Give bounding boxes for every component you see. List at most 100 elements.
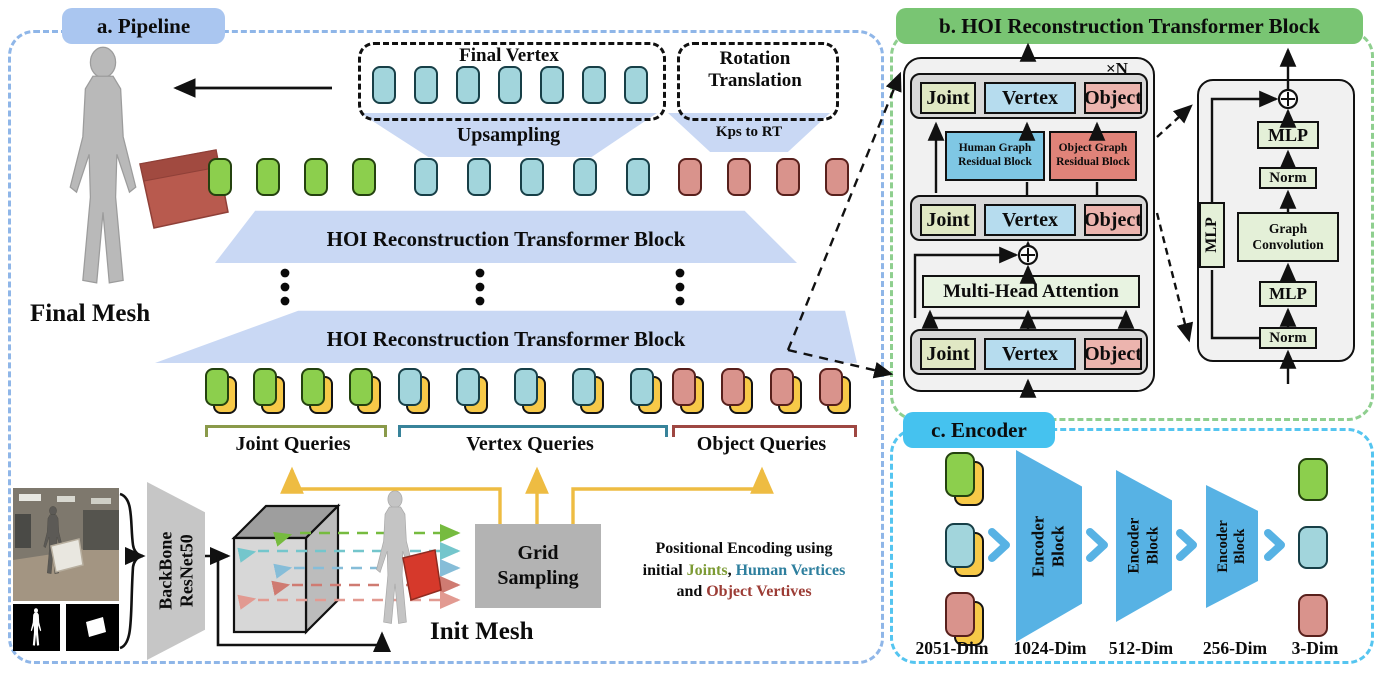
query-group-bracket <box>672 425 857 437</box>
intermediate-token-green <box>352 158 376 196</box>
graph-convolution-box: Graph Convolution <box>1237 212 1339 262</box>
panel-b-title: b. HOI Reconstruction Transformer Block <box>896 8 1363 44</box>
human-mask <box>13 604 60 651</box>
final-vertex-token <box>540 66 564 104</box>
vertex-slot-box: Vertex <box>984 82 1076 114</box>
final-vertex-label: Final Vertex <box>459 45 559 66</box>
backbone-trapezoid: BackBone ResNet50 <box>147 482 205 660</box>
input-photo <box>13 488 119 601</box>
graph-conv-line2: Convolution <box>1252 237 1324 252</box>
pos-enc-initial: initial <box>642 561 687 579</box>
pos-enc-line1: Positional Encoding using <box>655 540 833 557</box>
intermediate-token-green <box>256 158 280 196</box>
repeat-n-label: ×N <box>1106 59 1128 78</box>
query-token-green <box>301 368 325 406</box>
intermediate-token-blue <box>626 158 650 196</box>
norm-box-upper: Norm <box>1259 167 1317 189</box>
vertex-slot-box: Vertex <box>984 338 1076 370</box>
panel-c-title: c. Encoder <box>903 412 1055 448</box>
norm-upper-label: Norm <box>1269 169 1307 186</box>
final-vertex-token <box>624 66 648 104</box>
mha-label: Multi-Head Attention <box>943 280 1119 302</box>
grid-sampling-box: Grid Sampling <box>475 524 601 608</box>
query-token-blue <box>572 368 596 406</box>
pos-enc-and: and <box>676 583 707 601</box>
query-group-label: Object Queries <box>696 433 827 455</box>
hoi-block-top-trapezoid: HOI Reconstruction Transformer Block <box>215 210 797 263</box>
side-mlp-label: MLP <box>1203 217 1221 253</box>
side-mlp-box: MLP <box>1199 202 1225 268</box>
translation-label: Translation <box>708 69 802 91</box>
final-mesh-figure <box>69 46 229 284</box>
intermediate-token-blue <box>414 158 438 196</box>
dim-label: 3-Dim <box>1291 638 1339 658</box>
multi-head-attention-box: Multi-Head Attention <box>922 275 1140 308</box>
query-token-red <box>770 368 794 406</box>
query-token-blue <box>514 368 538 406</box>
encoder-block-line1: Encoder <box>1125 518 1143 574</box>
grid-sampling-line2: Sampling <box>497 567 579 589</box>
object-slot-box: Object <box>1084 82 1142 114</box>
intermediate-token-blue <box>467 158 491 196</box>
query-token-red <box>672 368 696 406</box>
dim-label: 512-Dim <box>1108 638 1174 658</box>
human-graph-line1: Human Graph <box>958 142 1032 155</box>
backbone-label: BackBone ResNet50 <box>155 532 196 610</box>
norm-box-lower: Norm <box>1259 327 1317 349</box>
query-token-blue <box>630 368 654 406</box>
joint-slot-box: Joint <box>920 82 976 114</box>
hoi-block-top-label: HOI Reconstruction Transformer Block <box>326 227 686 251</box>
intermediate-token-red <box>727 158 751 196</box>
intermediate-token-green <box>304 158 328 196</box>
query-token-green <box>253 368 277 406</box>
query-token-blue <box>398 368 422 406</box>
object-graph-residual-block: Object Graph Residual Block <box>1049 131 1137 181</box>
human-graph-line2: Residual Block <box>958 156 1032 168</box>
encoder-out-token-green <box>1298 458 1328 501</box>
encoder-block-line1: Encoder <box>1028 515 1048 577</box>
query-group-label: Joint Queries <box>235 433 351 455</box>
dim-label: 2051-Dim <box>915 638 989 658</box>
final-vertex-token <box>414 66 438 104</box>
dim-label: 256-Dim <box>1202 638 1268 658</box>
object-mask <box>66 604 119 651</box>
intermediate-token-red <box>678 158 702 196</box>
query-group-label: Vertex Queries <box>466 433 594 455</box>
dim-label: 1024-Dim <box>1013 638 1087 658</box>
upsampling-label: Upsampling <box>456 123 561 146</box>
backbone-line2: ResNet50 <box>176 534 197 608</box>
intermediate-token-blue <box>520 158 544 196</box>
encoder-block-line1: Encoder <box>1214 520 1231 573</box>
encoder-out-token-blue <box>1298 526 1328 569</box>
pos-enc-object-vertices: Object Vertives <box>706 583 812 601</box>
query-token-green <box>349 368 373 406</box>
query-group-bracket <box>398 425 668 437</box>
positional-encoding-note: Positional Encoding using initial Joints… <box>608 538 880 603</box>
graph-conv-line1: Graph <box>1268 220 1308 236</box>
encoder-in-token-blue <box>945 523 975 568</box>
query-token-blue <box>456 368 480 406</box>
final-vertex-token <box>582 66 606 104</box>
final-vertex-box <box>358 42 666 121</box>
joint-slot-box: Joint <box>920 338 976 370</box>
panel-a-title: a. Pipeline <box>62 8 225 44</box>
backbone-line1: BackBone <box>155 531 176 611</box>
joint-slot-box: Joint <box>920 204 976 236</box>
encoder-block-line2: Block <box>1048 525 1068 567</box>
norm-lower-label: Norm <box>1269 329 1307 346</box>
hoi-block-bottom-label: HOI Reconstruction Transformer Block <box>326 327 686 351</box>
pos-enc-line3: and Object Vertives <box>676 581 811 603</box>
mlp-box-top: MLP <box>1257 121 1319 149</box>
intermediate-token-green <box>208 158 232 196</box>
rotation-label: Rotation <box>719 48 791 69</box>
intermediate-token-blue <box>573 158 597 196</box>
query-token-red <box>721 368 745 406</box>
encoder-block-line2: Block <box>1144 527 1161 565</box>
pos-enc-human-vertices: Human Vertices <box>735 561 846 579</box>
